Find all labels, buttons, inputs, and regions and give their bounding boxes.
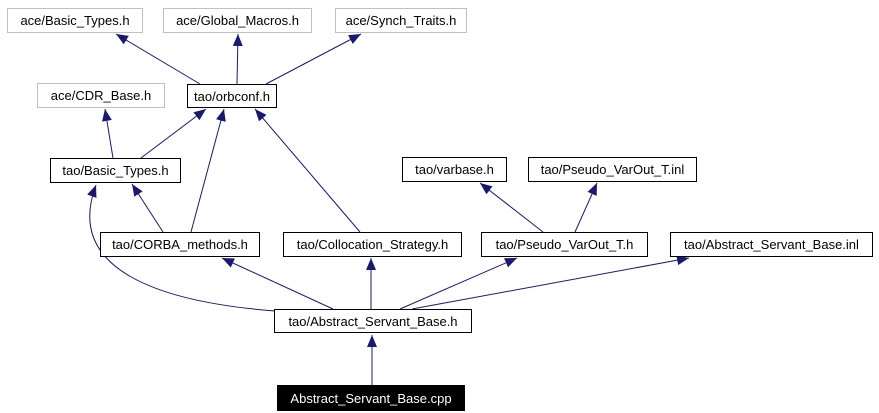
- edge-tao-abstract-servant-base-h-to-tao-pseudo-varout-t-h: [399, 257, 518, 310]
- node-tao-abstract-servant-base-inl[interactable]: tao/Abstract_Servant_Base.inl: [670, 232, 873, 257]
- edge-tao-collocation-strategy-h-to-tao-orbconf-h: [254, 108, 361, 233]
- node-tao-pseudo-varout-t-inl[interactable]: tao/Pseudo_VarOut_T.inl: [528, 157, 697, 182]
- node-ace-global-macros-h[interactable]: ace/Global_Macros.h: [163, 8, 312, 33]
- node-tao-corba-methods-h[interactable]: tao/CORBA_methods.h: [100, 232, 260, 257]
- node-tao-collocation-strategy-h[interactable]: tao/Collocation_Strategy.h: [283, 232, 462, 257]
- node-tao-varbase-h[interactable]: tao/varbase.h: [402, 157, 507, 182]
- edge-tao-pseudo-varout-t-h-to-tao-varbase-h: [479, 182, 544, 233]
- edge-tao-abstract-servant-base-h-to-tao-corba-methods-h: [221, 257, 334, 310]
- edge-tao-basic-types-h-to-ace-cdr-base-h: [101, 108, 114, 159]
- edge-tao-corba-methods-h-to-tao-basic-types-h: [131, 183, 164, 233]
- edge-tao-orbconf-h-to-ace-global-macros-h: [232, 33, 243, 85]
- node-tao-orbconf-h[interactable]: tao/orbconf.h: [187, 84, 277, 108]
- edge-tao-orbconf-h-to-ace-basic-types-h: [115, 33, 201, 85]
- edge-tao-abstract-servant-base-h-to-tao-abstract-servant-base-inl: [411, 255, 690, 310]
- edge-tao-corba-methods-h-to-tao-orbconf-h: [190, 108, 226, 233]
- edge-tao-orbconf-h-to-ace-synch-traits-h: [265, 33, 362, 85]
- node-ace-cdr-base-h[interactable]: ace/CDR_Base.h: [37, 83, 165, 108]
- node-ace-synch-traits-h[interactable]: ace/Synch_Traits.h: [335, 8, 467, 33]
- edge-tao-abstract-servant-base-h-to-tao-basic-types-h: [87, 184, 276, 312]
- node-tao-basic-types-h[interactable]: tao/Basic_Types.h: [50, 158, 181, 183]
- node-abstract-servant-base-cpp: Abstract_Servant_Base.cpp: [277, 385, 465, 411]
- edge-tao-basic-types-h-to-tao-orbconf-h: [140, 108, 207, 159]
- node-ace-basic-types-h[interactable]: ace/Basic_Types.h: [7, 8, 143, 33]
- node-tao-abstract-servant-base-h[interactable]: tao/Abstract_Servant_Base.h: [274, 309, 472, 333]
- edge-tao-pseudo-varout-t-h-to-tao-pseudo-varout-t-inl: [574, 182, 598, 233]
- node-tao-pseudo-varout-t-h[interactable]: tao/Pseudo_VarOut_T.h: [481, 232, 648, 257]
